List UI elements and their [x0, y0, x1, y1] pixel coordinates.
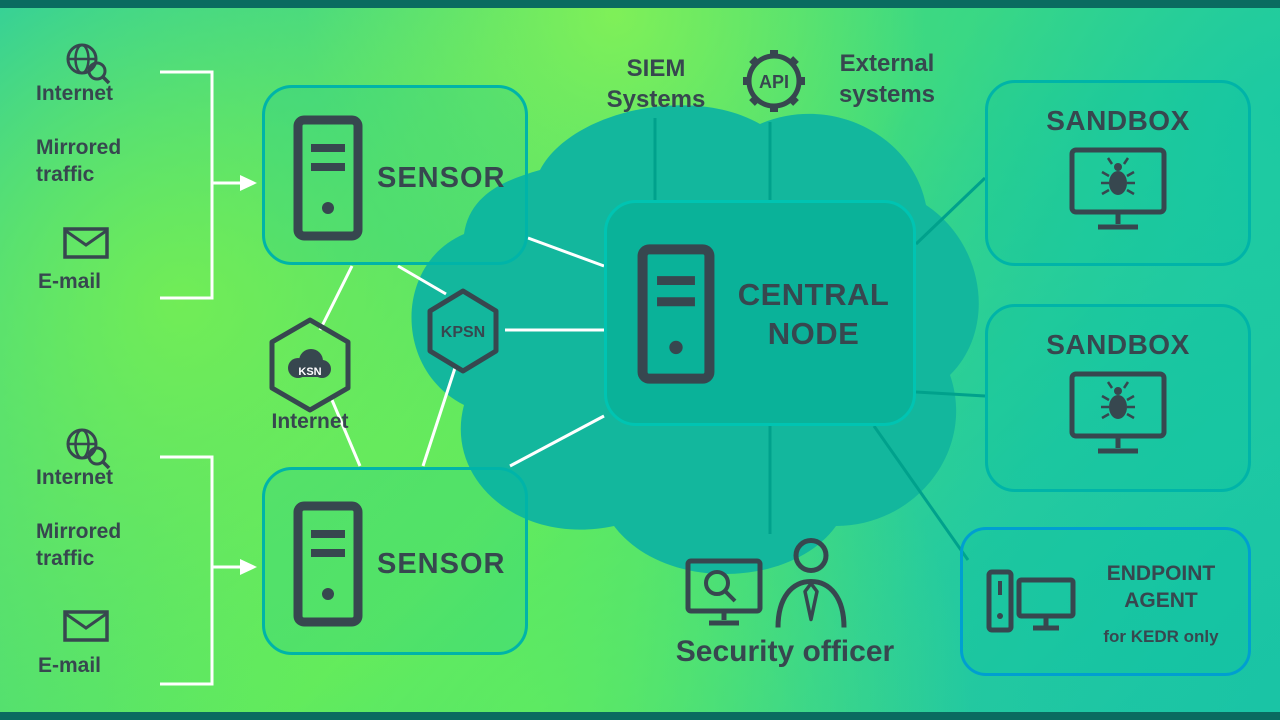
sandbox-monitor-bug-icon	[1062, 369, 1174, 461]
central-node-title: CENTRAL NODE	[737, 277, 890, 351]
top-edge-bar	[0, 0, 1280, 8]
server-icon	[293, 501, 363, 627]
internet-globe-icon	[62, 40, 112, 86]
server-icon	[637, 243, 715, 385]
security-officer-label: Security officer	[675, 635, 895, 668]
sandbox-monitor-bug-icon	[1062, 145, 1174, 237]
central-node-box: CENTRAL NODE	[604, 200, 916, 426]
api-gear-icon: API	[737, 44, 811, 118]
bottom-edge-bar	[0, 712, 1280, 720]
ksn-caption: Internet	[271, 410, 349, 433]
sandbox-title: SANDBOX	[1046, 329, 1190, 360]
sensor-top-box: SENSOR	[262, 85, 528, 265]
internet-label: Internet	[36, 466, 114, 489]
email-label: E-mail	[38, 270, 102, 293]
mirrored-traffic-label: Mirrored traffic	[36, 136, 122, 187]
ksn-hexagon-icon: KSN	[264, 316, 356, 414]
mirrored-traffic-label: Mirrored traffic	[36, 520, 122, 571]
sensor-bottom-box: SENSOR	[262, 467, 528, 655]
endpoint-agent-subtitle: for KEDR only	[1103, 627, 1219, 646]
ksn-text: KSN	[298, 366, 321, 378]
server-icon	[293, 115, 363, 241]
kpsn-hexagon-icon: KPSN	[423, 287, 503, 375]
kpsn-text: KPSN	[441, 324, 485, 341]
sandbox-title: SANDBOX	[1046, 105, 1190, 136]
email-icon	[63, 610, 109, 642]
arrow-right-icon	[240, 175, 257, 191]
sensor-title: SENSOR	[377, 548, 506, 580]
sandbox-bottom-box: SANDBOX	[985, 304, 1251, 492]
security-monitor-icon	[685, 558, 763, 630]
external-systems-label: External systems	[838, 50, 936, 109]
email-label: E-mail	[38, 654, 102, 677]
security-person-icon	[772, 533, 850, 628]
internet-globe-icon	[62, 425, 112, 471]
email-icon	[63, 227, 109, 259]
siem-systems-label: SIEM Systems	[606, 55, 706, 114]
api-text: API	[759, 72, 789, 92]
sandbox-top-box: SANDBOX	[985, 80, 1251, 266]
arrow-right-icon	[240, 559, 257, 575]
endpoint-agent-title: ENDPOINT AGENT	[1106, 562, 1216, 613]
endpoint-agent-box: ENDPOINT AGENT for KEDR only	[960, 527, 1251, 676]
sensor-title: SENSOR	[377, 162, 506, 194]
endpoint-pc-icon	[985, 568, 1077, 642]
internet-label: Internet	[36, 82, 114, 105]
